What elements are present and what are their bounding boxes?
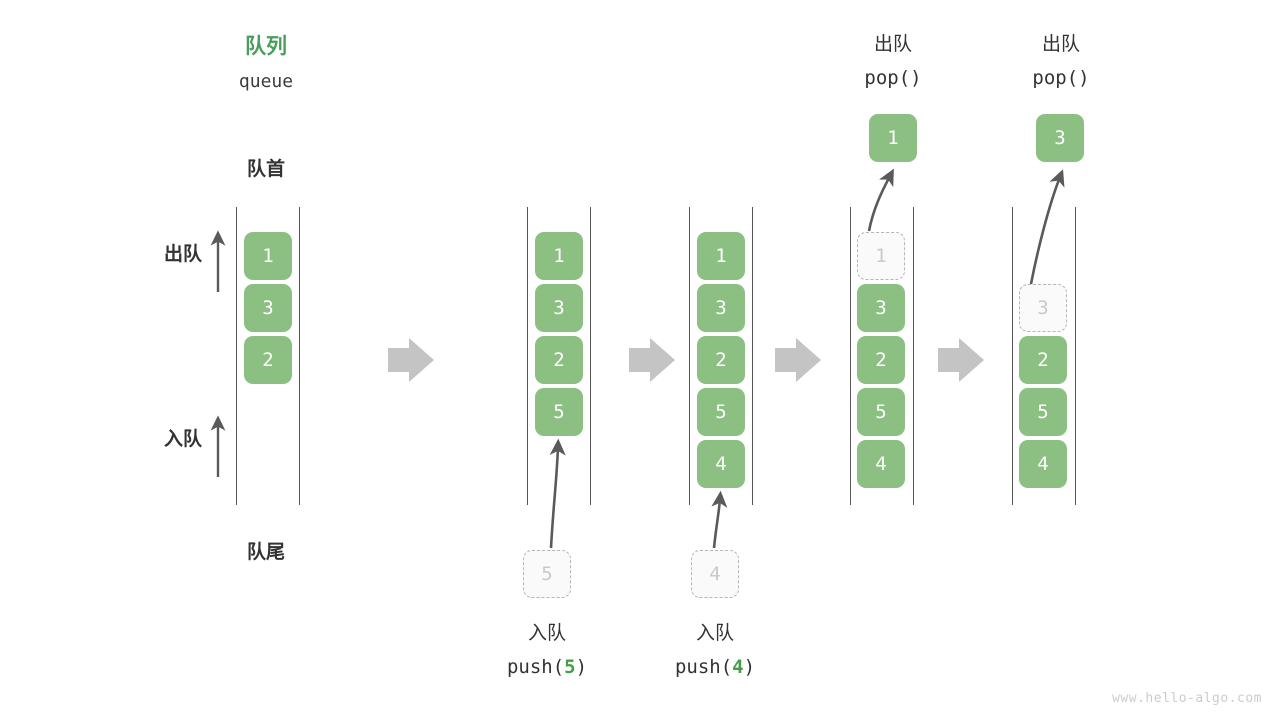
queue-cell: 5 <box>535 388 583 436</box>
queue-front-label: 队首 <box>246 159 285 180</box>
stage-connector-arrow <box>388 338 434 382</box>
queue-rail-left <box>527 207 528 505</box>
popped-cell: 3 <box>1036 114 1084 162</box>
pop-1-arrow <box>867 168 894 232</box>
queue-cell: 2 <box>244 336 292 384</box>
queue-cell: 1 <box>535 232 583 280</box>
push-5-label-cn: 入队 <box>527 623 566 644</box>
queue-cell: 5 <box>697 388 745 436</box>
queue-cell: 3 <box>535 284 583 332</box>
push-4-code-prefix: push( <box>674 656 733 678</box>
push-5-code-suffix: ) <box>575 656 588 678</box>
diagram-title-cn: 队列 <box>245 35 287 58</box>
queue-cell: 1 <box>697 232 745 280</box>
queue-rail-left <box>689 207 690 505</box>
push-4-code-suffix: ) <box>743 656 756 678</box>
queue-rail-right <box>1075 207 1076 505</box>
queue-cell: 2 <box>697 336 745 384</box>
diagram-title-en: queue <box>238 71 294 92</box>
queue-cell: 3 <box>697 284 745 332</box>
queue-cell: 3 <box>244 284 292 332</box>
queue-cell: 4 <box>1019 440 1067 488</box>
push-4-label-cn: 入队 <box>695 623 734 644</box>
queue-cell: 2 <box>1019 336 1067 384</box>
pop-2-label-cn: 出队 <box>1041 34 1080 55</box>
stage-connector-arrow <box>938 338 984 382</box>
pop-3-arrow <box>1029 169 1065 285</box>
queue-cell: 4 <box>697 440 745 488</box>
queue-rail-right <box>752 207 753 505</box>
queue-cell: 5 <box>857 388 905 436</box>
queue-cell-ghost: 3 <box>1019 284 1067 332</box>
queue-cell-ghost: 1 <box>857 232 905 280</box>
queue-rail-right <box>590 207 591 505</box>
queue-cell: 1 <box>244 232 292 280</box>
push-5-arrow <box>549 438 566 549</box>
queue-rail-right <box>913 207 914 505</box>
site-watermark: www.hello-algo.com <box>1112 691 1262 706</box>
queue-rear-label: 队尾 <box>246 542 285 563</box>
push-5-code-value: 5 <box>564 656 576 678</box>
queue-rail-left <box>236 207 237 505</box>
push-4-code-value: 4 <box>732 656 744 678</box>
pop-2-label-code: pop() <box>1032 67 1090 89</box>
push-5-label-code: push(5) <box>487 656 607 680</box>
stage-connector-arrow <box>775 338 821 382</box>
push-4-label-code: push(4) <box>655 656 775 680</box>
pop-1-label-cn: 出队 <box>873 34 912 55</box>
push-direction-label: 入队 <box>163 429 202 450</box>
pop-1-label-code: pop() <box>864 67 922 89</box>
queue-cell: 3 <box>857 284 905 332</box>
stage-connector-arrow <box>629 338 675 382</box>
queue-cell: 2 <box>857 336 905 384</box>
queue-rail-left <box>1012 207 1013 505</box>
queue-rail-right <box>299 207 300 505</box>
incoming-ghost-cell: 4 <box>691 550 739 598</box>
push-4-arrow <box>711 490 728 549</box>
queue-cell: 4 <box>857 440 905 488</box>
queue-rail-left <box>850 207 851 505</box>
queue-cell: 5 <box>1019 388 1067 436</box>
incoming-ghost-cell: 5 <box>523 550 571 598</box>
push-5-code-prefix: push( <box>506 656 565 678</box>
popped-cell: 1 <box>869 114 917 162</box>
pop-direction-label: 出队 <box>163 244 202 265</box>
queue-cell: 2 <box>535 336 583 384</box>
